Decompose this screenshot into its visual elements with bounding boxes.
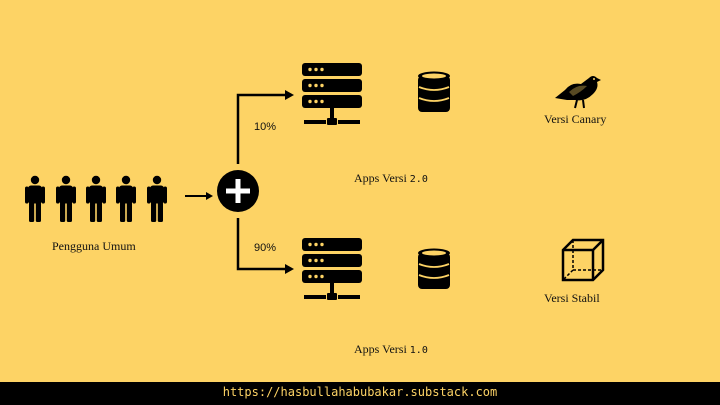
server-rack-icon (302, 63, 362, 125)
canary-app-name: Apps Versi (354, 171, 407, 185)
person-icon (86, 175, 106, 222)
stable-app-label: Apps Versi 1.0 (354, 342, 428, 357)
database-icon (417, 247, 451, 290)
stable-app-version: 1.0 (409, 345, 428, 356)
canary-percent-label: 10% (254, 121, 277, 133)
person-icon (116, 175, 136, 222)
database-icon (417, 70, 451, 113)
person-icon (25, 175, 45, 222)
canary-app-label: Apps Versi 2.0 (354, 171, 428, 186)
users-label: Pengguna Umum (52, 239, 136, 253)
stable-percent-label: 90% (254, 242, 277, 254)
person-icon (147, 175, 167, 222)
canary-app-version: 2.0 (409, 174, 428, 185)
arrow-to-stable (236, 218, 294, 274)
person-icon (56, 175, 76, 222)
arrow-users-to-router (185, 192, 213, 200)
footer-url[interactable]: https://hasbullahabubakar.substack.com (0, 382, 720, 405)
stable-app-name: Apps Versi (354, 342, 407, 356)
stable-version-label: Versi Stabil (544, 291, 600, 305)
plus-circle-icon (217, 170, 259, 212)
canary-version-label: Versi Canary (544, 112, 607, 126)
cube-icon (561, 238, 605, 282)
server-rack-icon (302, 238, 362, 300)
arrow-to-canary (236, 90, 294, 164)
canary-bird-icon (555, 76, 601, 109)
users-group-icon (25, 175, 167, 222)
